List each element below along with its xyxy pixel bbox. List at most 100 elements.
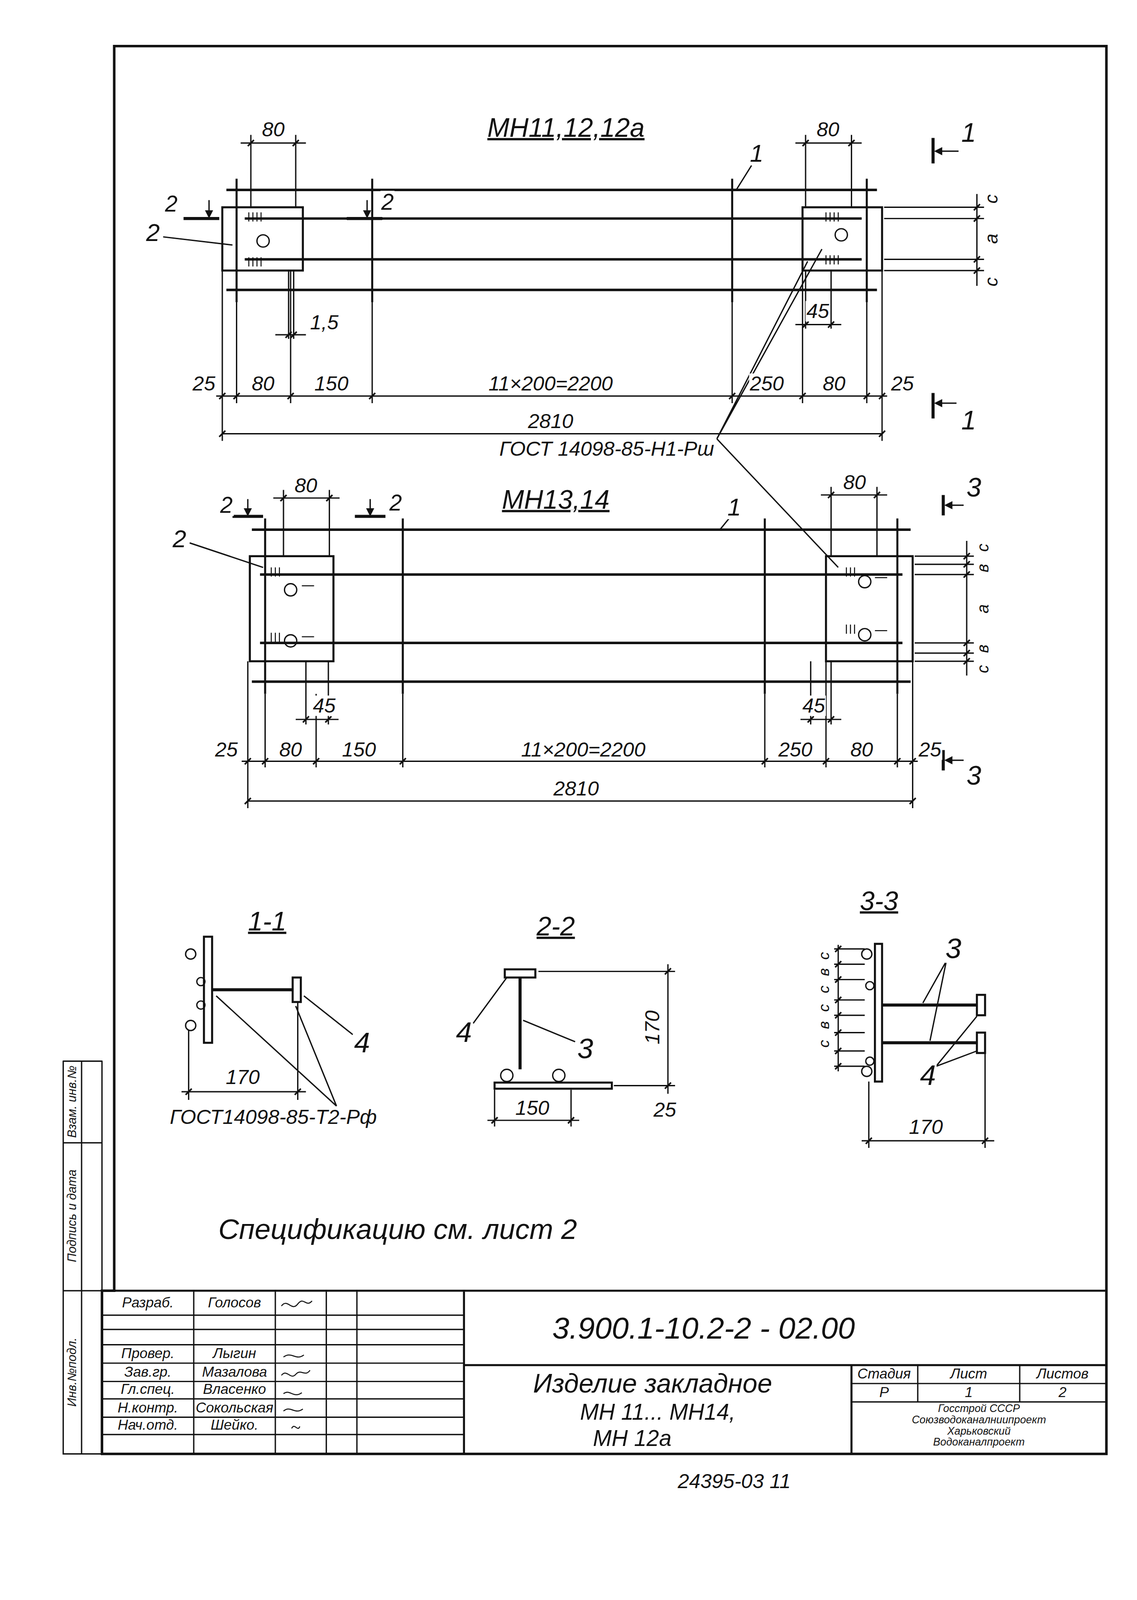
title-block-cell: Лыгин xyxy=(211,1346,257,1361)
dimension-value: 80 xyxy=(842,472,867,493)
label-text: 150 xyxy=(340,739,377,760)
section-views-line xyxy=(473,977,576,1042)
label-text: Харьковский xyxy=(946,1425,1012,1437)
title-block-cell: 2 xyxy=(1057,1384,1068,1400)
label-text: 1 xyxy=(726,494,742,519)
embedded-part-plan-mn11-line xyxy=(215,270,888,441)
label-text: 1 xyxy=(960,407,978,434)
embedded-part-plan-mn13-line xyxy=(858,628,871,641)
title-block-cell: Лист xyxy=(949,1366,989,1382)
dimension-value: 45 xyxy=(311,695,337,716)
dimension-value: 170 xyxy=(642,1008,663,1045)
label-text: Провер. xyxy=(120,1346,176,1361)
label-text: в xyxy=(816,966,832,977)
embedded-part-plan-mn13-line xyxy=(232,494,944,771)
embedded-part-plan-mn11-line xyxy=(802,207,883,271)
callout-number: 1 xyxy=(748,140,765,166)
title-block-cell: Нач.отд. xyxy=(116,1417,179,1432)
callout-number: 4 xyxy=(919,1060,937,1090)
section-mark: 3 xyxy=(965,474,983,501)
dimension-value: с xyxy=(816,1002,832,1013)
label-text: Разраб. xyxy=(121,1295,175,1310)
label-text: 11×200=2200 xyxy=(487,373,615,394)
label-text: 80 xyxy=(815,119,841,140)
note-text: ГОСТ 14098-85-Н1-Рш xyxy=(498,438,715,459)
label-text: 2 xyxy=(1057,1384,1068,1400)
section-views-line xyxy=(861,948,873,960)
section-views-line xyxy=(518,977,522,1070)
label-text: 80 xyxy=(260,119,286,140)
dimension-value: 80 xyxy=(250,373,276,394)
section-views-line xyxy=(834,945,842,1069)
callout-number: 2 xyxy=(171,526,188,551)
label-text: с xyxy=(982,275,1001,287)
embedded-part-plan-mn11-line xyxy=(183,137,933,418)
note-text: Спецификацию см. лист 2 xyxy=(217,1214,578,1243)
label-text: Мазалова xyxy=(201,1364,269,1379)
label-text: 4 xyxy=(919,1060,937,1090)
label-text: 4 xyxy=(353,1027,371,1057)
label-text: с xyxy=(816,1038,832,1048)
section-views-line xyxy=(292,977,301,1002)
embedded-part-plan-mn11-line xyxy=(209,151,959,403)
label-text: 2 xyxy=(171,526,188,551)
dimension-value: 80 xyxy=(815,119,841,140)
dimension-value: а xyxy=(974,603,992,615)
label-text: 24395-03 11 xyxy=(676,1470,792,1491)
embedded-part-plan-mn11-line xyxy=(716,249,839,568)
label-text: 80 xyxy=(293,474,319,496)
embedded-part-plan-mn13-line xyxy=(825,556,913,662)
title-block-cell: Стадия xyxy=(856,1366,912,1382)
title-block-cell: Р xyxy=(878,1384,890,1400)
label-text: 2 xyxy=(164,192,179,216)
label-text: 1 xyxy=(748,140,765,166)
embedded-part-plan-mn11 xyxy=(163,134,984,568)
title-block xyxy=(101,1290,1107,1454)
embedded-part-plan-mn13 xyxy=(189,486,974,808)
section-views-line xyxy=(976,1031,985,1053)
section-views-line xyxy=(185,948,197,960)
label-text: 3 xyxy=(965,761,983,789)
dimension-value: 2810 xyxy=(552,777,600,799)
dimension-value: в xyxy=(816,1019,832,1030)
section-mark: 2 xyxy=(164,192,179,216)
dimension-value: в xyxy=(974,562,992,574)
dimension-value: 170 xyxy=(907,1116,944,1137)
embedded-part-plan-mn13-line xyxy=(241,661,918,808)
label-text: 80 xyxy=(821,373,847,394)
label-text: 80 xyxy=(849,739,874,760)
label-text: 2810 xyxy=(527,411,575,432)
dimension-value: 25 xyxy=(191,373,216,394)
view-title: МН13,14 xyxy=(501,486,611,514)
label-text: 25 xyxy=(652,1099,677,1120)
title-block-cell: Н.контр. xyxy=(116,1400,179,1415)
label-text: 45 xyxy=(805,300,830,322)
label-text: 1 xyxy=(960,119,978,146)
section-mark: 2 xyxy=(219,493,234,517)
stamp-label: Взам. инв.№ xyxy=(66,1064,79,1139)
section-views-line xyxy=(185,1019,197,1031)
label-text: 2 xyxy=(219,493,234,517)
section-views-line xyxy=(552,1069,566,1082)
embedded-part-plan-mn11-line xyxy=(222,207,303,271)
title-block-line xyxy=(101,1314,464,1434)
label-text: а xyxy=(974,603,992,615)
dimension-value: с xyxy=(816,950,832,961)
dimension-value: 25 xyxy=(890,373,915,394)
callout-number: 3 xyxy=(944,934,963,963)
label-text: 1-1 xyxy=(247,907,288,935)
dimension-value: 80 xyxy=(293,474,319,496)
label-text: 170 xyxy=(642,1008,663,1045)
title-block-cell: Власенко xyxy=(201,1381,267,1397)
label-text: Нач.отд. xyxy=(116,1417,179,1432)
frame xyxy=(63,46,1107,1454)
section-mark: 1 xyxy=(960,407,978,434)
embedded-part-plan-mn11-line xyxy=(248,212,839,267)
label-text: в xyxy=(974,562,992,574)
embedded-part-plan-mn11-line xyxy=(883,193,984,286)
label-text: 3 xyxy=(965,474,983,501)
section-mark: 2 xyxy=(380,190,395,214)
label-text: с xyxy=(816,984,832,994)
callout-number: 1 xyxy=(726,494,742,519)
